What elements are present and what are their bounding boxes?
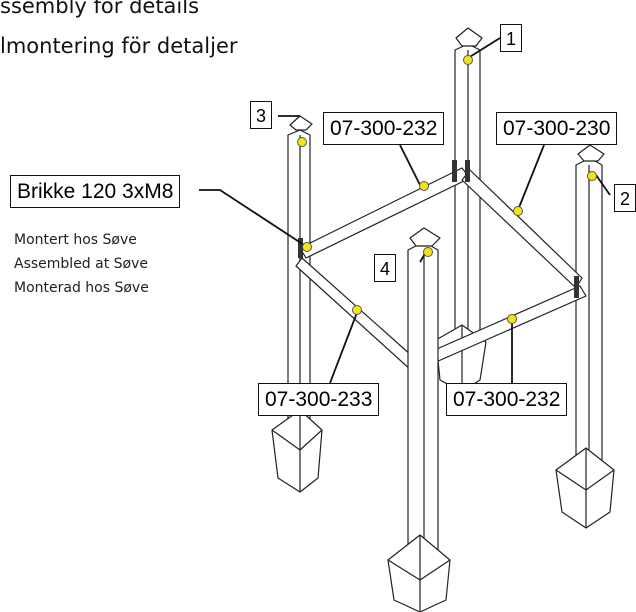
beam-top-left (299, 167, 471, 259)
top-right-beam-callout: 07-300-230 (496, 112, 618, 145)
post-3 (271, 115, 323, 493)
post-number-1: 1 (500, 24, 522, 52)
post-4 (387, 227, 451, 612)
header-line-2: lmontering för detaljer (0, 34, 238, 58)
assembly-note-line-3: Monterad hos Søve (14, 280, 149, 296)
assembly-note-line-1: Montert hos Søve (14, 232, 137, 248)
bottom-left-beam-callout: 07-300-233 (258, 383, 380, 416)
post-2 (555, 144, 615, 529)
header-line-1: ssembly for details (0, 0, 200, 18)
post-number-2: 2 (614, 184, 636, 212)
post-number-4: 4 (374, 254, 396, 282)
bracket-callout: Brikke 120 3xM8 (10, 175, 181, 208)
brackets (298, 160, 579, 298)
top-left-beam-callout: 07-300-232 (323, 112, 445, 145)
post-number-3: 3 (250, 101, 272, 129)
bottom-right-beam-callout: 07-300-232 (446, 383, 568, 416)
beam-bottom-right (429, 285, 587, 363)
markers (297, 55, 597, 324)
assembly-note-line-2: Assembled at Søve (14, 256, 149, 272)
